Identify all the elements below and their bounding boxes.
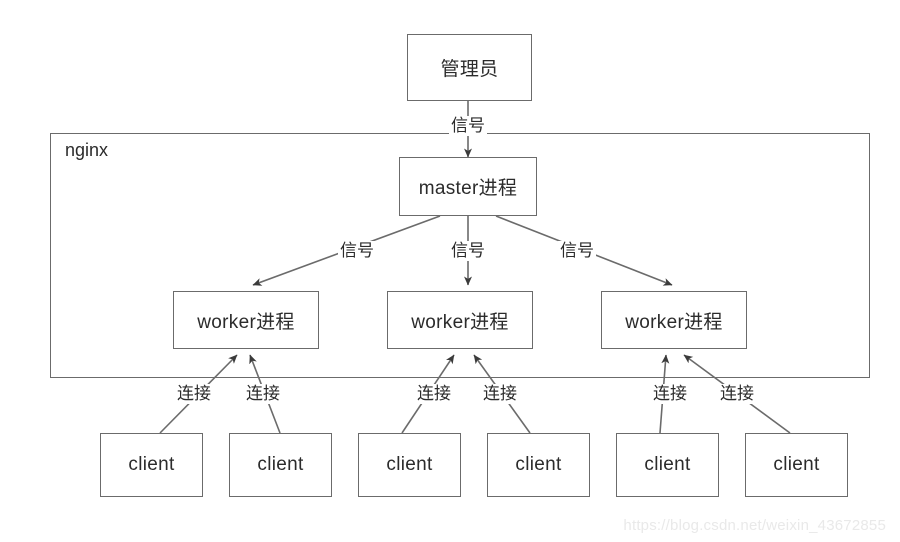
node-client-3[interactable]: client: [358, 433, 461, 497]
node-client-4[interactable]: client: [487, 433, 590, 497]
node-client-2[interactable]: client: [229, 433, 332, 497]
edge-label-client3-worker2: 连接: [415, 384, 453, 404]
node-client-5[interactable]: client: [616, 433, 719, 497]
edge-label-master-worker3: 信号: [558, 241, 596, 261]
node-client-6[interactable]: client: [745, 433, 848, 497]
edge-label-client2-worker1: 连接: [244, 384, 282, 404]
watermark: https://blog.csdn.net/weixin_43672855: [623, 517, 886, 534]
edge-label-client5-worker3: 连接: [651, 384, 689, 404]
node-worker-process-3[interactable]: worker进程: [601, 291, 747, 349]
edge-label-master-worker1: 信号: [338, 241, 376, 261]
node-master-process[interactable]: master进程: [399, 157, 537, 216]
nginx-group-label: nginx: [62, 140, 112, 161]
node-worker-process-1[interactable]: worker进程: [173, 291, 319, 349]
node-worker-process-2[interactable]: worker进程: [387, 291, 533, 349]
edge-label-client1-worker1: 连接: [175, 384, 213, 404]
edge-label-master-worker2: 信号: [449, 241, 487, 261]
node-admin[interactable]: 管理员: [407, 34, 532, 101]
node-client-1[interactable]: client: [100, 433, 203, 497]
edge-label-admin-master: 信号: [449, 116, 487, 136]
edge-label-client6-worker3: 连接: [718, 384, 756, 404]
edge-label-client4-worker2: 连接: [481, 384, 519, 404]
